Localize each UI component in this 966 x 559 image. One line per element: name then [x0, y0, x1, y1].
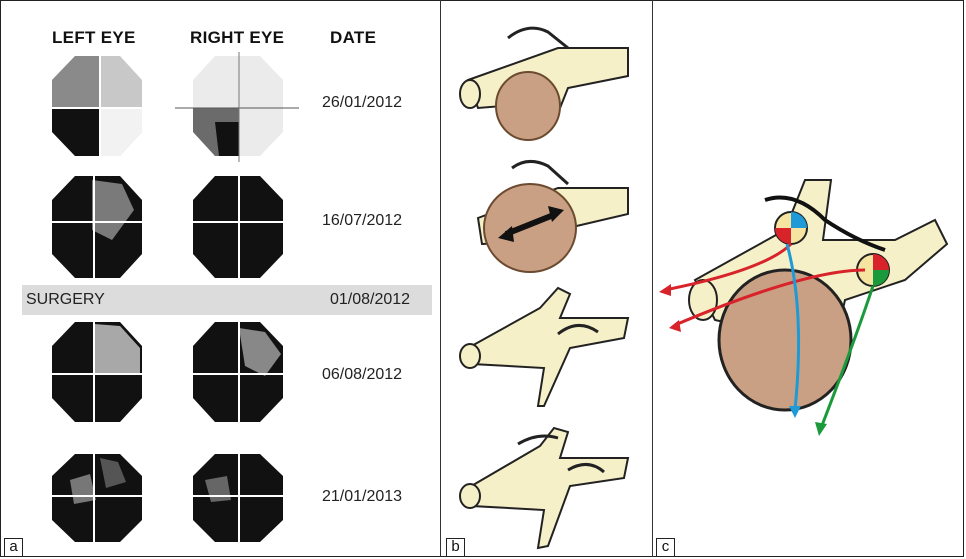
chiasm-drawing-3 [448, 278, 648, 413]
visual-field-right-2 [175, 170, 305, 285]
chiasm-detail-drawing [655, 160, 960, 450]
panel-divider-b-c [652, 0, 653, 557]
visual-field-left-1 [30, 52, 160, 162]
panel-divider-a-b [440, 0, 441, 557]
left-eye-header: LEFT EYE [52, 28, 136, 48]
chiasm-drawing-1 [448, 8, 648, 148]
visual-field-left-2 [30, 170, 160, 285]
row-4-date: 21/01/2013 [322, 488, 402, 506]
row-1-date: 26/01/2012 [322, 94, 402, 112]
date-header: DATE [330, 28, 376, 48]
visual-field-left-3 [30, 318, 160, 428]
panel-label-b: b [446, 538, 465, 557]
row-2-date: 16/07/2012 [322, 212, 402, 230]
visual-field-right-1 [175, 52, 305, 162]
surgery-date: 01/08/2012 [330, 291, 410, 309]
panel-label-a: a [4, 538, 23, 557]
visual-field-right-3 [175, 318, 305, 428]
panel-label-c: c [656, 538, 675, 557]
right-eye-header: RIGHT EYE [190, 28, 284, 48]
visual-field-left-4 [30, 440, 160, 550]
chiasm-drawing-4 [448, 418, 648, 553]
surgery-label: SURGERY [26, 291, 105, 309]
row-3-date: 06/08/2012 [322, 366, 402, 384]
chiasm-drawing-2 [448, 148, 648, 278]
visual-field-right-4 [175, 440, 305, 550]
